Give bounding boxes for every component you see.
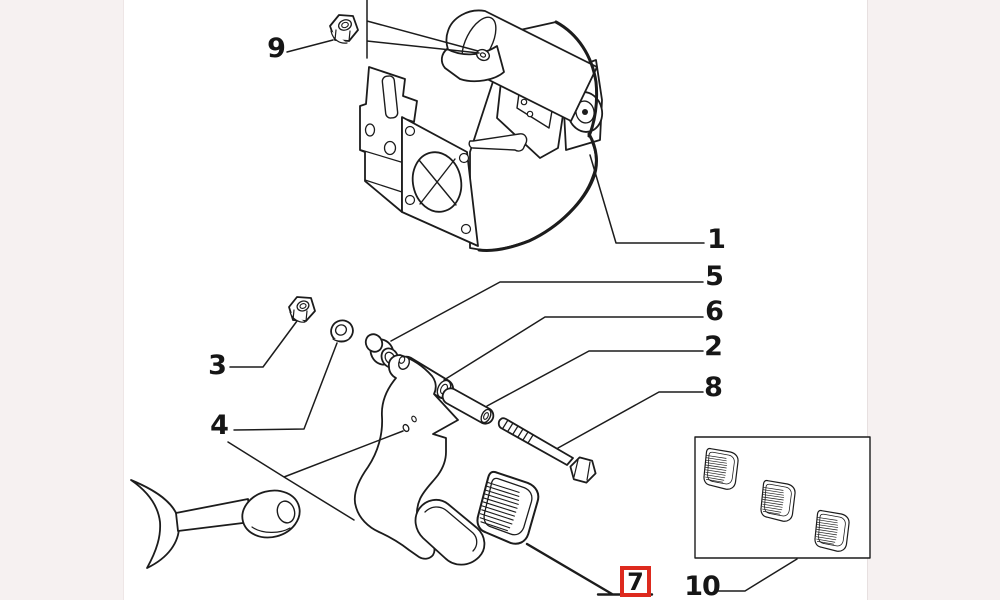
leader-10 xyxy=(715,558,798,592)
leader-6 xyxy=(443,316,704,381)
leader-2 xyxy=(486,350,704,407)
callout-9[interactable]: 9 xyxy=(267,33,286,64)
leader-3 xyxy=(229,320,298,368)
pedal-bracket-housing xyxy=(359,9,604,252)
callout-7-highlight-box[interactable]: 7 xyxy=(620,566,651,597)
pad-kit-box xyxy=(694,436,871,559)
callout-7[interactable]: 7 xyxy=(627,567,644,596)
leader-4 xyxy=(233,342,338,431)
leader-8 xyxy=(557,391,704,449)
clutch-pedal-arm xyxy=(353,354,486,566)
pedal-pad xyxy=(474,469,541,547)
callout-3[interactable]: 3 xyxy=(208,350,227,381)
callout-5[interactable]: 5 xyxy=(705,261,724,292)
top-callout-line xyxy=(366,0,480,59)
callout-4[interactable]: 4 xyxy=(210,410,229,441)
callout-2[interactable]: 2 xyxy=(704,331,723,362)
leader-5 xyxy=(390,281,704,342)
callout-6[interactable]: 6 xyxy=(705,296,724,327)
right-margin-band xyxy=(867,0,1000,600)
spacer-pin xyxy=(441,387,495,425)
pivot-bolt xyxy=(497,417,597,484)
callout-8[interactable]: 8 xyxy=(704,372,723,403)
left-margin-band xyxy=(0,0,124,600)
leader-1 xyxy=(589,154,705,244)
pedal-foot-plate xyxy=(414,498,486,566)
leader-9 xyxy=(286,39,334,53)
pushrod xyxy=(468,133,528,152)
clevis-rod xyxy=(130,479,301,569)
callout-10[interactable]: 10 xyxy=(684,571,721,600)
leader-4-alt xyxy=(227,430,404,521)
callout-1[interactable]: 1 xyxy=(707,224,726,255)
pivot-washer xyxy=(330,319,354,343)
stud-nut xyxy=(329,14,359,44)
pivot-nut xyxy=(288,296,316,323)
